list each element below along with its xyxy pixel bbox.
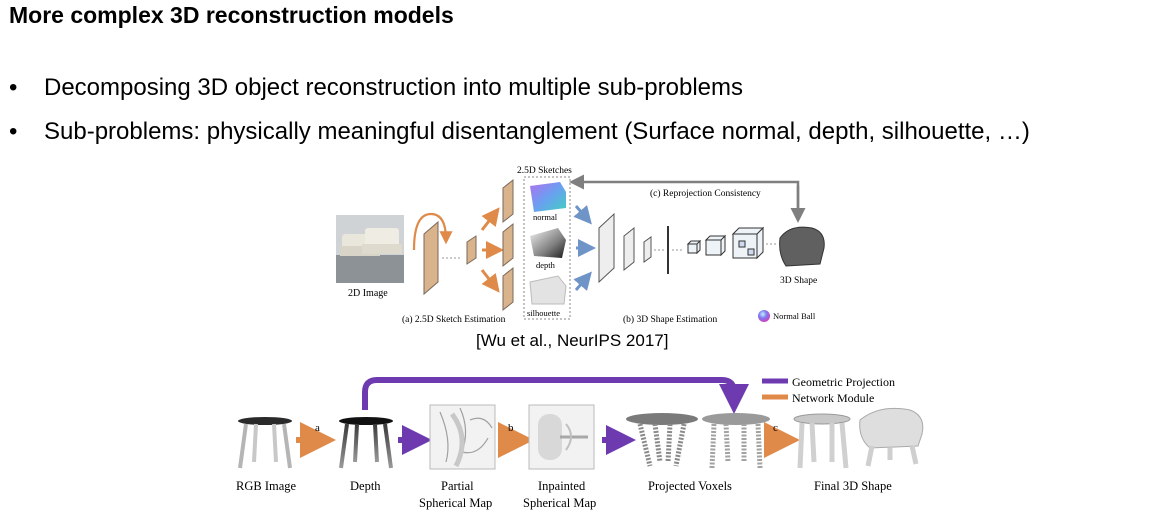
label-2d-image: 2D Image xyxy=(348,288,388,299)
legend-geometric: Geometric Projection xyxy=(792,375,895,389)
step-a: a xyxy=(315,422,320,434)
label-final-3d-shape: Final 3D Shape xyxy=(814,479,892,493)
label-normal-ball: Normal Ball xyxy=(773,311,816,321)
citation: [Wu et al., NeurIPS 2017] xyxy=(476,331,669,350)
label-projected-voxels: Projected Voxels xyxy=(648,479,732,493)
label-depth: depth xyxy=(536,260,556,270)
shape-layer-1 xyxy=(598,212,615,284)
depth-table-image xyxy=(339,417,393,469)
bullet-text: Sub-problems: physically meaningful dise… xyxy=(44,118,1030,145)
bullet-item: • Sub-problems: physically meaningful dis… xyxy=(9,110,1030,154)
reprojection-arrow xyxy=(569,174,800,218)
arrow-normal-to-shape xyxy=(573,205,592,225)
bullet-text: Decomposing 3D object reconstruction int… xyxy=(44,74,743,101)
label-shape-estimation: (b) 3D Shape Estimation xyxy=(623,314,717,325)
step-b: b xyxy=(508,422,514,434)
partial-spherical-map xyxy=(429,404,496,470)
label-inpainted-sub: Spherical Map xyxy=(523,496,596,510)
label-partial-sub: Spherical Map xyxy=(419,496,492,510)
silhouette-sketch xyxy=(529,275,567,305)
bullet-dot: • xyxy=(9,74,18,101)
sketches-box xyxy=(523,176,571,320)
decoder-depth xyxy=(502,222,514,268)
arrow-to-normal-decoder xyxy=(480,207,500,231)
loop-arrow xyxy=(412,212,453,251)
feature-map-bottleneck xyxy=(466,235,477,265)
label-depth-2: Depth xyxy=(350,479,381,493)
shape-layer-3 xyxy=(643,236,652,263)
projected-voxels xyxy=(626,413,770,469)
label-silhouette: silhouette xyxy=(527,308,560,318)
slide-title: More complex 3D reconstruction models xyxy=(9,2,454,28)
label-rgb-image: RGB Image xyxy=(236,479,297,493)
feature-map-encoder xyxy=(423,220,439,296)
legend-network: Network Module xyxy=(792,391,874,405)
bullet-item: • Decomposing 3D object reconstruction in… xyxy=(9,66,1030,110)
figure-spherical-pipeline: Geometric Projection Network Module a xyxy=(236,375,924,510)
output-3d-shape xyxy=(779,226,825,267)
arrow-to-silhouette-decoder xyxy=(480,269,500,293)
figure-sketch-pipeline: 2D Image 2.5D Sketches normal depth silh… xyxy=(336,166,825,325)
label-sketches: 2.5D Sketches xyxy=(517,166,572,176)
label-partial: Partial xyxy=(441,479,474,493)
arrow-silhouette-to-shape xyxy=(573,271,592,291)
decoder-normal xyxy=(502,178,514,224)
step-c: c xyxy=(773,422,778,434)
inpainted-spherical-map xyxy=(528,404,595,470)
normal-sketch xyxy=(530,182,566,212)
projection-bracket-arrow xyxy=(362,377,749,414)
label-3d-shape: 3D Shape xyxy=(780,276,817,286)
rgb-table-image xyxy=(238,417,292,469)
voxel-decoder xyxy=(686,226,765,260)
bullet-list: • Decomposing 3D object reconstruction in… xyxy=(9,66,1030,154)
shape-layer-2 xyxy=(623,226,635,272)
label-reprojection: (c) Reprojection Consistency xyxy=(650,188,761,199)
label-normal: normal xyxy=(533,212,558,222)
depth-sketch xyxy=(530,228,566,258)
label-sketch-estimation: (a) 2.5D Sketch Estimation xyxy=(402,314,506,325)
decoder-silhouette xyxy=(502,266,514,312)
bullet-dot: • xyxy=(9,118,18,145)
input-couch-image xyxy=(336,215,404,283)
label-inpainted: Inpainted xyxy=(538,479,586,493)
final-3d-shapes xyxy=(793,407,924,469)
normal-ball-icon xyxy=(758,310,770,322)
